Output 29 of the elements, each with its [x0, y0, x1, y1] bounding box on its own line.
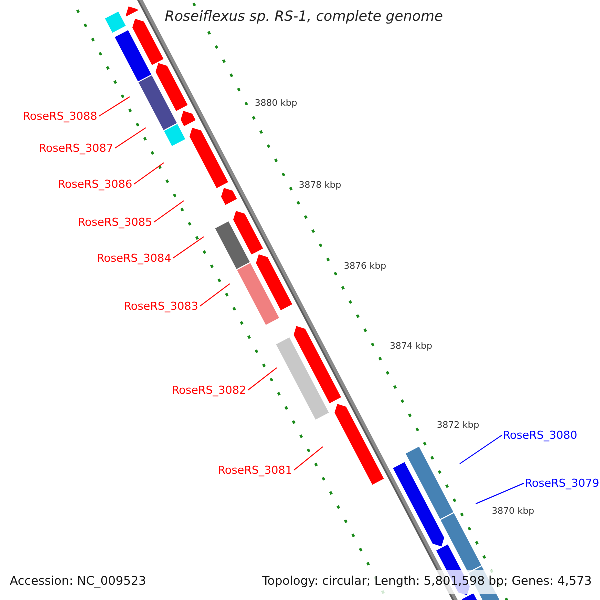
leader-line — [200, 284, 230, 307]
leader-line — [172, 236, 204, 259]
gene-label: RoseRS_3086 — [58, 178, 132, 191]
gene-label: RoseRS_3082 — [172, 384, 246, 397]
scale-label: 3876 kbp — [344, 262, 386, 272]
map-title: Roseiflexus sp. RS-1, complete genome — [165, 9, 444, 25]
leader-line — [134, 162, 164, 185]
leader-line — [98, 96, 130, 117]
leader-line — [460, 435, 502, 464]
scale-label: 3874 kbp — [390, 342, 432, 352]
leader-line — [476, 483, 524, 504]
gene-label: RoseRS_3088 — [23, 110, 98, 123]
leader-line — [248, 368, 278, 391]
leader-line — [294, 446, 324, 471]
gene-label: RoseRS_3081 — [218, 464, 292, 477]
gene-label: RoseRS_3080 — [503, 429, 578, 442]
scale-label: 3872 kbp — [437, 421, 480, 431]
gene-label: RoseRS_3085 — [78, 216, 152, 229]
scale-label: 3880 kbp — [255, 99, 298, 109]
scale-label: 3870 kbp — [492, 507, 534, 517]
leader-line — [154, 200, 184, 223]
gene-label: RoseRS_3083 — [124, 300, 198, 313]
gene-label: RoseRS_3087 — [39, 142, 114, 155]
leader-line — [114, 128, 146, 149]
gene-label: RoseRS_3084 — [97, 252, 172, 265]
accession-text: Accession: NC_009523 — [10, 574, 146, 588]
gene-label: RoseRS_3079 — [525, 477, 600, 490]
scale-label: 3878 kbp — [299, 181, 342, 191]
genome-stats-text: Topology: circular; Length: 5,801,598 bp; Genes: 4,573 — [262, 574, 592, 588]
